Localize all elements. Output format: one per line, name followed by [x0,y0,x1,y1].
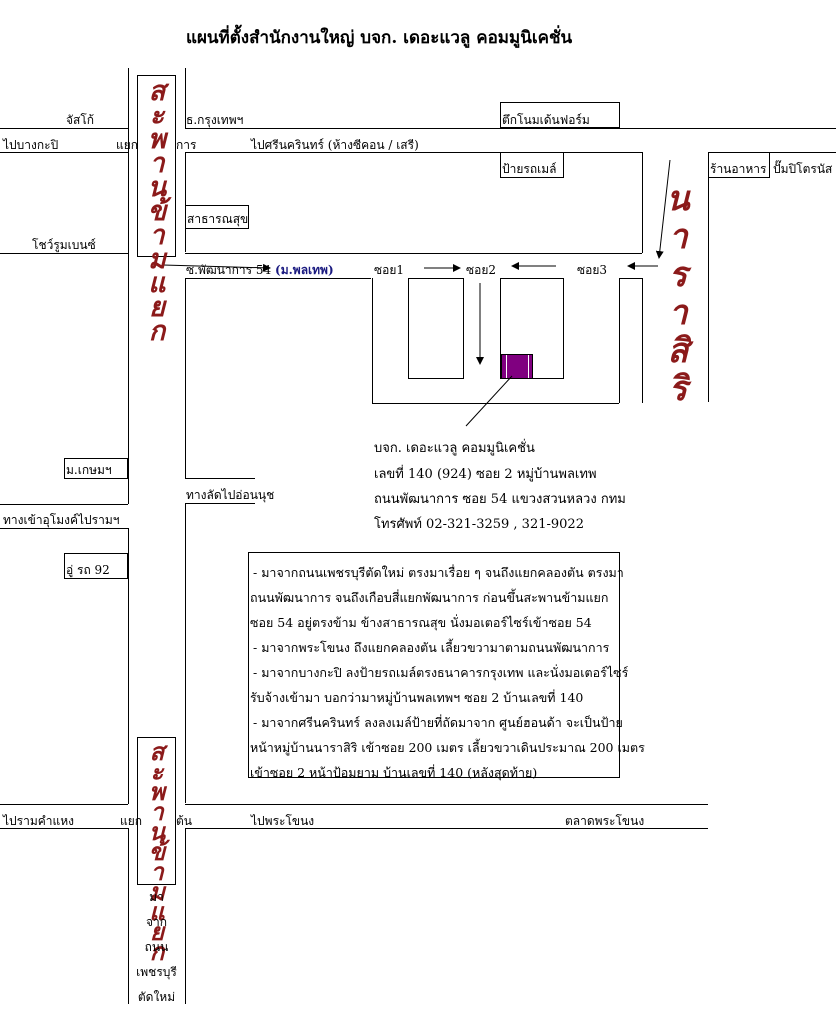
label-to-seacon: ไปศรีนครินทร์ (ห้างซีคอน / เสรี) [251,138,419,152]
label-restaurant: ร้านอาหาร [710,162,767,176]
road-line [0,528,128,529]
bottom-stack-word: ถนน [144,940,169,954]
office-marker [501,354,533,379]
company-line-4: โทรศัพท์ 02-321-3259 , 321-9022 [374,517,584,532]
bottom-stack-word: เพชรบุรี [136,965,177,979]
moo-kasem-box [64,458,128,479]
bottom-stack-word: จาก [145,915,168,929]
road-line [619,278,642,279]
label-soi-pattanakarn54: ซ.พัฒนาการ 54 (ม.พลเทพ) [186,263,334,277]
road-line [0,804,128,805]
road-line [372,278,373,403]
directions-line-5: - มาจากบางกะปิ ลงป้ายรถเมล์ตรงธนาคารกรุง… [253,665,629,680]
label-klongton: ต้น [176,814,192,828]
label-pattanakarn-top: การ [176,138,197,152]
company-line-3: ถนนพัฒนาการ ซอย 54 แขวงสวนหลวง กทม [374,492,626,507]
road-line [642,152,643,253]
nomdenform-box [500,102,620,128]
map-title: แผนที่ตั้งสำนักงานใหญ่ บจก. เดอะแวลู คอม… [186,28,573,48]
company-line-1: บจก. เดอะแวลู คอมมูนิเคชั่น [374,441,535,456]
label-garage: อู่ รถ 92 [66,563,110,577]
road-line [185,152,186,252]
bus-stop-box [500,152,564,178]
road-line [185,828,708,829]
arrow-into-soi54 [162,263,271,272]
health-station-box [185,205,249,229]
directions-line-6: รับจ้างเข้ามา บอกว่ามาหมู่บ้านพลเทพฯ ซอย… [250,690,584,705]
road-line [708,152,836,153]
road-line [185,128,836,129]
directions-line-4: - มาจากพระโขนง ถึงแยกคลองตัน เลี้ยวขวามา… [253,640,610,655]
road-line [185,68,186,128]
label-bus-stop: ป้ายรถเมล์ [502,162,557,176]
label-intersection-bottom: แยก [120,814,143,828]
bottom-stack-word: มา [149,890,164,904]
road-line [128,528,129,804]
restaurant-box [708,152,770,178]
road-line [185,478,255,479]
road-line [185,278,186,478]
label-soi2: ซอย2 [466,263,497,277]
label-intersection-top: แยก [116,138,139,152]
road-line [642,278,643,403]
moo-ponthep-text: (ม.พลเทพ) [275,263,334,277]
label-krungthep-bank: ธ.กรุงเทพฯ [186,113,244,127]
bottom-stack-word: ตัดใหม่ [137,990,176,1004]
directions-line-1: - มาจากถนนเพชรบุรีตัดใหม่ ตรงมาเรื่อย ๆ … [253,565,624,580]
directions-line-7: - มาจากศรีนครินทร์ ลงลงเมล์ป้ายที่ถัดมาจ… [253,715,623,730]
road-line [128,68,129,504]
label-to-phrakhanong: ไปพระโขนง [251,814,315,828]
road-line [0,828,128,829]
label-pt-pump: ปั๊มปิโตรนัส [773,162,833,176]
soi1-block [408,278,464,379]
garage-box [64,553,128,579]
road-line [185,503,186,803]
narasiri-text: น า ร า สิ ริ [666,179,690,409]
road-line [185,828,186,1004]
road-line [185,804,708,805]
pointer-to-office [465,375,513,427]
directions-line-8: หน้าหมู่บ้านนาราสิริ เข้าซอย 200 เมตร เล… [250,740,645,755]
label-nomdenform: ตึกโนมเด้นฟอร์ม [502,113,590,127]
label-jusco: จัสโก้ [66,113,95,127]
arrow-narasiri-down [655,159,671,259]
label-showroom: โชว์รูมเบนซ์ [32,238,96,252]
directions-line-3: ซอย 54 อยู่ตรงข้าม ข้างสาธารณสุข นั่งมอเ… [250,615,592,630]
directions-line-2: ถนนพัฒนาการ จนถึงเกือบสี่แยกพัฒนาการ ก่อ… [250,590,609,605]
label-shortcut: ทางลัดไปอ่อนนุช [186,488,275,502]
road-line [185,503,255,504]
bridge-bottom-box [137,737,176,885]
label-to-udomsuk: ทางเข้าอุโมงค์ไปรามฯ [3,513,120,527]
bridge-top-box [137,75,176,257]
directions-box [248,552,620,778]
road-line [372,403,619,404]
company-line-2: เลขที่ 140 (924) ซอย 2 หมู่บ้านพลเทพ [374,467,597,482]
label-soi1: ซอย1 [374,263,405,277]
bridge-top-text: ส ะ พ า น ข้ า ม แ ย ก [147,76,167,347]
road-line [0,253,128,254]
bridge-bottom-text: ส ะ พ า น ข้ า ม แ ย ก [148,737,166,966]
road-line [128,828,129,1004]
road-line [0,152,128,153]
soi54-text: ซ.พัฒนาการ 54 [186,263,272,277]
label-health-station: สาธารณสุข [187,212,249,226]
road-line [185,152,642,153]
road-line [708,152,709,402]
road-line [0,504,128,505]
label-phrakhanong-market: ตลาดพระโขนง [565,814,645,828]
road-line [185,278,371,279]
label-moo-kasem: ม.เกษมฯ [66,463,112,477]
directions-line-9: เข้าซอย 2 หน้าป้อมยาม บ้านเลขที่ 140 (หล… [250,765,538,780]
label-to-ramkhamhaeng: ไปรามคำแหง [3,814,75,828]
road-line [0,128,128,129]
road-line [619,278,620,403]
label-to-bangkapi: ไปบางกะปิ [3,138,59,152]
label-soi3: ซอย3 [577,263,608,277]
bottom-stack: มาจากถนนเพชรบุรีตัดใหม่ [128,885,185,1010]
road-line [185,253,642,254]
